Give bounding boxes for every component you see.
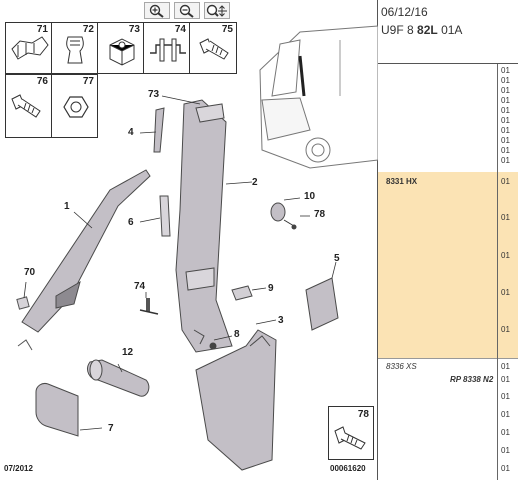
quantity-value: 01	[501, 66, 510, 75]
quantity-value: 01	[501, 213, 510, 222]
part-list-panel: 06/12/16 U9F 8 82L 01A 8331 HX 8336 XS R…	[378, 0, 518, 480]
part-6-bracket	[159, 195, 171, 237]
part-10-round-cover	[270, 202, 286, 222]
callout-3[interactable]: 3	[278, 315, 284, 326]
thumb-number: 73	[128, 24, 140, 35]
callout-12[interactable]: 12	[122, 347, 134, 358]
model-code: U9F 8 82L 01A	[381, 23, 462, 37]
part-2-b-pillar-trim	[175, 99, 233, 353]
thumb-number: 75	[221, 24, 233, 35]
quantity-value: 01	[501, 106, 510, 115]
quantity-value: 01	[501, 325, 510, 334]
quantity-value: 01	[501, 76, 510, 85]
nut-clip-icon	[109, 38, 135, 66]
quantity-value: 01	[501, 136, 510, 145]
thumb-77[interactable]: 77	[51, 74, 98, 138]
quantity-value: 01	[501, 392, 510, 401]
fastener-thumbnails: 71 72 73 74	[5, 22, 237, 138]
part-7-plate	[35, 383, 79, 437]
zoom-fit-button[interactable]	[204, 2, 230, 19]
callout-2[interactable]: 2	[252, 177, 258, 188]
part-5-cover-panel	[305, 277, 339, 331]
zoom-in-button[interactable]	[144, 2, 170, 19]
quantity-value: 01	[501, 362, 510, 371]
quantity-value: 01	[501, 410, 510, 419]
part-ref-replacement[interactable]: RP 8338 N2	[450, 375, 494, 384]
part-ref-selected[interactable]: 8331 HX	[386, 177, 418, 186]
thumb-number: 78	[357, 409, 369, 420]
thumb-number: 72	[82, 24, 94, 35]
screw-icon	[334, 426, 366, 450]
bolt-icon	[199, 38, 229, 60]
exploded-view-drawing	[16, 25, 378, 471]
screw-icon	[11, 94, 41, 118]
quantity-value: 01	[501, 464, 510, 473]
quantity-value: 01	[501, 251, 510, 260]
callout-70[interactable]: 70	[24, 267, 36, 278]
callout-1[interactable]: 1	[64, 201, 70, 212]
magnifier-plus-icon	[149, 4, 164, 18]
model-code-suffix: 01A	[441, 23, 463, 37]
part-74-pin	[146, 298, 150, 312]
spring-clip-icon	[66, 36, 84, 64]
parts-diagram: 71 72 73 74	[4, 0, 378, 480]
magnifier-minus-icon	[179, 4, 194, 18]
thumb-number: 76	[36, 76, 48, 87]
callout-5[interactable]: 5	[334, 253, 340, 264]
quantity-value: 01	[501, 96, 510, 105]
panel-header: 06/12/16 U9F 8 82L 01A	[378, 0, 518, 64]
quantity-value: 01	[501, 446, 510, 455]
diagram-ref: 00061620	[330, 464, 366, 473]
callout-74[interactable]: 74	[134, 281, 146, 292]
thumb-75[interactable]: 75	[189, 22, 237, 74]
callout-7[interactable]: 7	[108, 423, 114, 434]
leader-lines	[23, 95, 337, 431]
callout-6[interactable]: 6	[128, 217, 134, 228]
part-8-grommet	[209, 342, 217, 350]
quantity-value: 01	[501, 116, 510, 125]
part-9-cap	[231, 285, 253, 301]
callout-4[interactable]: 4	[128, 127, 134, 138]
thumb-number: 71	[36, 24, 48, 35]
model-code-prefix: U9F 8	[381, 23, 414, 37]
thumb-73[interactable]: 73	[97, 22, 144, 74]
quantity-value: 01	[501, 146, 510, 155]
part-1-a-pillar-trim	[21, 169, 151, 333]
row-divider	[378, 358, 518, 359]
callout-9[interactable]: 9	[268, 283, 274, 294]
van-outline	[259, 25, 378, 169]
thumb-number: 77	[82, 76, 94, 87]
part-3-lower-trim	[195, 329, 277, 471]
quantity-value: 01	[501, 375, 510, 384]
quantity-value: 01	[501, 156, 510, 165]
diagram-date: 07/2012	[4, 464, 33, 473]
zoom-out-button[interactable]	[174, 2, 200, 19]
bracket-icon	[150, 38, 186, 62]
column-divider	[497, 64, 498, 480]
clip-icon	[11, 36, 49, 60]
quantity-value: 01	[501, 177, 510, 186]
callout-73[interactable]: 73	[148, 89, 160, 100]
callout-8[interactable]: 8	[234, 329, 240, 340]
magnifier-arrows-icon	[206, 4, 227, 17]
model-code-bold: 82L	[417, 23, 438, 37]
part-ref-alt[interactable]: 8336 XS	[386, 362, 417, 371]
thumb-78[interactable]: 78	[328, 406, 374, 460]
part-12-cylinder	[87, 359, 150, 397]
thumb-number: 74	[174, 24, 186, 35]
quantity-value: 01	[501, 288, 510, 297]
thumb-76[interactable]: 76	[5, 74, 52, 138]
hex-nut-icon	[63, 96, 89, 118]
quantity-value: 01	[501, 126, 510, 135]
thumb-72[interactable]: 72	[51, 22, 98, 74]
callout-78[interactable]: 78	[314, 209, 326, 220]
panel-date: 06/12/16	[381, 5, 428, 19]
quantity-value: 01	[501, 428, 510, 437]
selected-row-highlight[interactable]	[378, 172, 518, 358]
part-4-strip	[153, 107, 165, 153]
zoom-toolbar	[144, 2, 230, 19]
quantity-value: 01	[501, 86, 510, 95]
callout-10[interactable]: 10	[304, 191, 316, 202]
